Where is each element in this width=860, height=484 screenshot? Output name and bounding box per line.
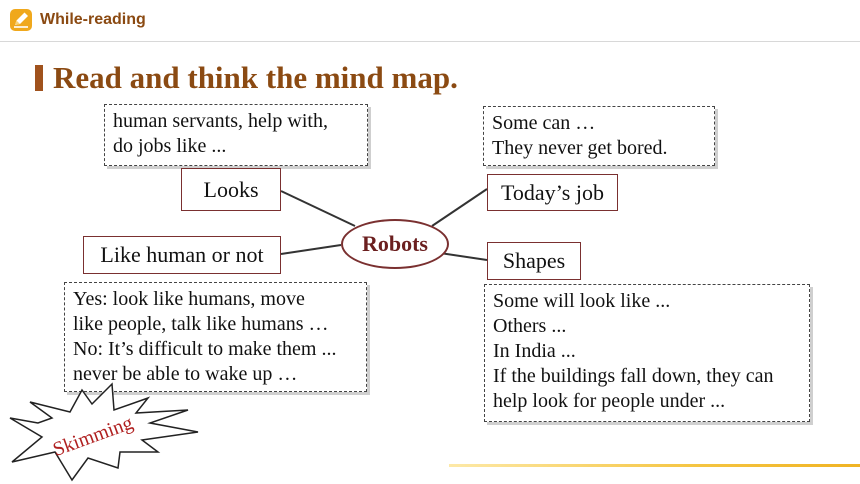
burst-shape bbox=[9, 382, 199, 482]
note-bottom-left: Yes: look like humans, move like people,… bbox=[64, 282, 367, 392]
connector-like-human bbox=[280, 244, 342, 255]
branch-todays-job: Today’s job bbox=[487, 174, 618, 211]
page-title: Read and think the mind map. bbox=[53, 60, 458, 95]
branch-like-human-or-not: Like human or not bbox=[83, 236, 281, 274]
branch-shapes: Shapes bbox=[487, 242, 581, 280]
connector-looks bbox=[280, 190, 356, 227]
header-divider bbox=[0, 41, 860, 42]
connector-shapes bbox=[439, 252, 488, 261]
title-marker bbox=[35, 65, 43, 91]
connector-todays-job bbox=[431, 188, 488, 227]
pencil-icon bbox=[10, 9, 32, 31]
note-top-left: human servants, help with, do jobs like … bbox=[104, 104, 368, 166]
footer-accent-rule bbox=[449, 464, 860, 467]
note-top-right: Some can … They never get bored. bbox=[483, 106, 715, 166]
center-node-robots: Robots bbox=[341, 219, 449, 269]
branch-looks: Looks bbox=[181, 168, 281, 211]
section-label: While-reading bbox=[40, 11, 146, 28]
note-bottom-right: Some will look like ... Others ... In In… bbox=[484, 284, 810, 422]
